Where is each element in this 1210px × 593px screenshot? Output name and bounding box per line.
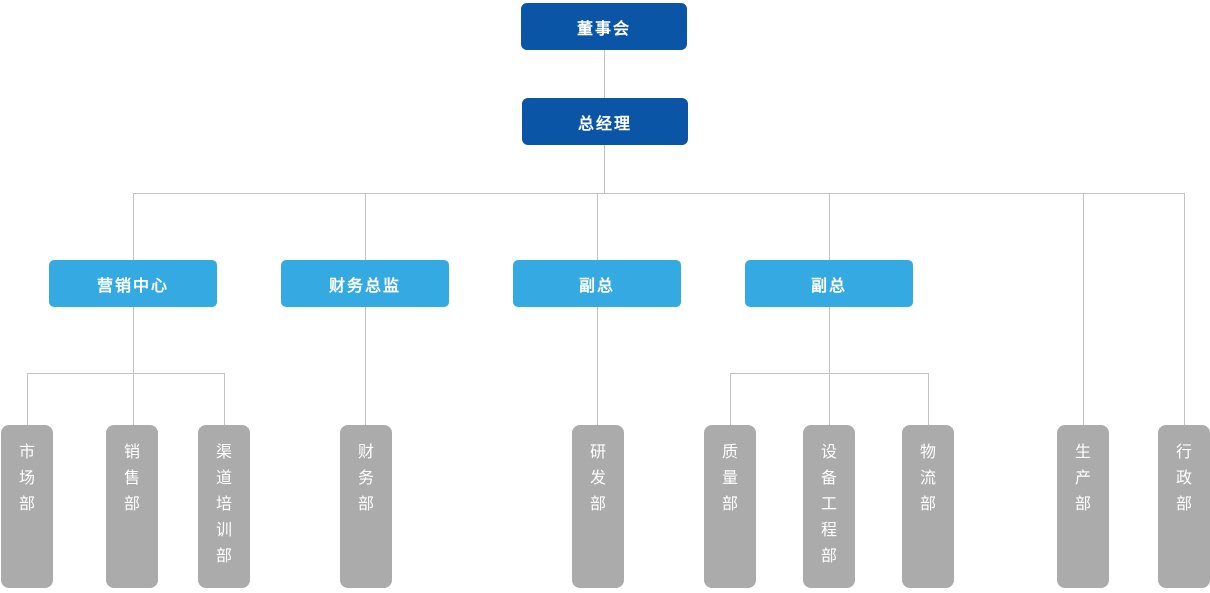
connector	[27, 373, 224, 374]
org-node-label: 总经理	[577, 113, 632, 133]
connector	[1083, 193, 1084, 425]
connector	[730, 373, 731, 425]
org-node-label: 营销中心	[96, 275, 169, 295]
connector	[829, 307, 830, 425]
org-node-dept-production: 生产部	[1057, 425, 1109, 588]
connector	[365, 307, 366, 425]
org-node-label: 市场部	[18, 442, 35, 513]
connector	[133, 307, 134, 425]
connector	[597, 193, 598, 260]
org-node-label: 生产部	[1074, 442, 1091, 513]
org-node-label: 质量部	[721, 442, 738, 513]
org-node-vice-president-1: 副总	[513, 260, 681, 307]
org-node-label: 财务总监	[328, 275, 401, 295]
connector	[133, 193, 134, 260]
org-node-vice-president-2: 副总	[745, 260, 913, 307]
org-node-dept-market: 市场部	[1, 425, 53, 588]
connector	[1184, 193, 1185, 425]
org-node-label: 行政部	[1175, 442, 1192, 513]
org-node-dept-sales: 销售部	[106, 425, 158, 588]
org-node-board: 董事会	[521, 3, 687, 50]
connector	[928, 373, 929, 425]
org-node-dept-rnd: 研发部	[572, 425, 624, 588]
org-node-finance-director: 财务总监	[281, 260, 449, 307]
org-node-dept-logistics: 物流部	[902, 425, 954, 588]
org-node-dept-quality: 质量部	[704, 425, 756, 588]
org-node-label: 设备工程部	[820, 442, 837, 565]
org-node-label: 董事会	[576, 18, 631, 38]
org-node-label: 研发部	[589, 442, 606, 513]
connector	[829, 193, 830, 260]
connector	[27, 373, 28, 425]
connector	[730, 373, 928, 374]
org-node-label: 副总	[810, 275, 847, 295]
org-node-label: 物流部	[919, 442, 936, 513]
org-node-dept-administration: 行政部	[1158, 425, 1210, 588]
org-node-dept-finance: 财务部	[340, 425, 392, 588]
connector	[597, 307, 598, 425]
org-node-label: 财务部	[357, 442, 374, 513]
org-node-label: 渠道培训部	[215, 442, 232, 565]
connector	[133, 193, 1185, 194]
org-node-dept-equipment-engineering: 设备工程部	[803, 425, 855, 588]
connector	[224, 373, 225, 425]
org-node-marketing-center: 营销中心	[49, 260, 217, 307]
connector	[365, 193, 366, 260]
org-node-general-manager: 总经理	[522, 98, 688, 145]
connector	[604, 145, 605, 194]
org-node-label: 副总	[578, 275, 615, 295]
org-node-dept-channel-training: 渠道培训部	[198, 425, 250, 588]
connector	[604, 50, 605, 98]
org-node-label: 销售部	[123, 442, 140, 513]
